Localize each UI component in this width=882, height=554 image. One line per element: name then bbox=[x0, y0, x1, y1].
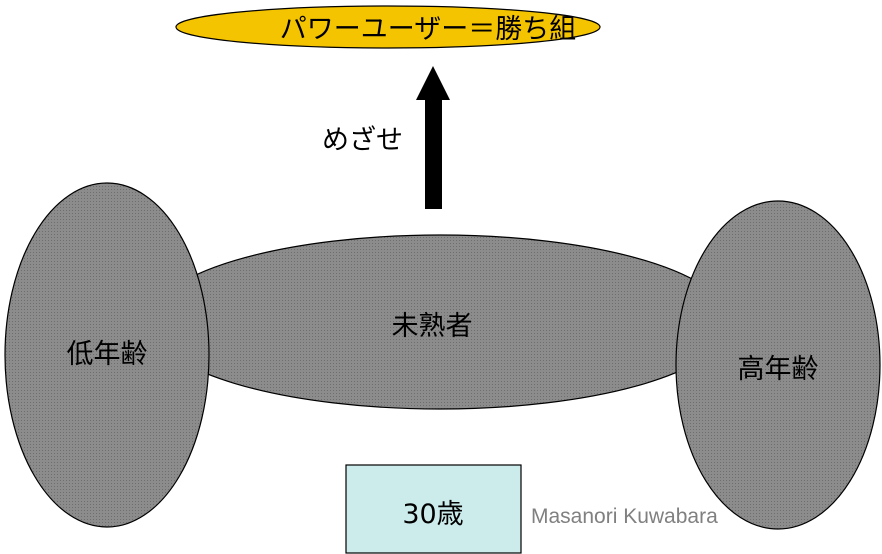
age-box-label: 30歳 bbox=[402, 499, 463, 530]
old-label: 高年齢 bbox=[738, 354, 819, 385]
goal-ellipse bbox=[175, 5, 601, 49]
young-ellipse bbox=[4, 182, 210, 528]
goal-label: パワーユーザー＝勝ち組 bbox=[280, 14, 576, 45]
age-box bbox=[345, 464, 522, 554]
young-label: 低年齢 bbox=[67, 339, 148, 370]
old-ellipse bbox=[675, 200, 881, 530]
middle-label: 未熟者 bbox=[392, 311, 473, 342]
arrow-label: めざせ bbox=[322, 125, 403, 156]
watermark-text: Masanori Kuwabara bbox=[531, 505, 718, 528]
up-arrow bbox=[416, 66, 450, 209]
